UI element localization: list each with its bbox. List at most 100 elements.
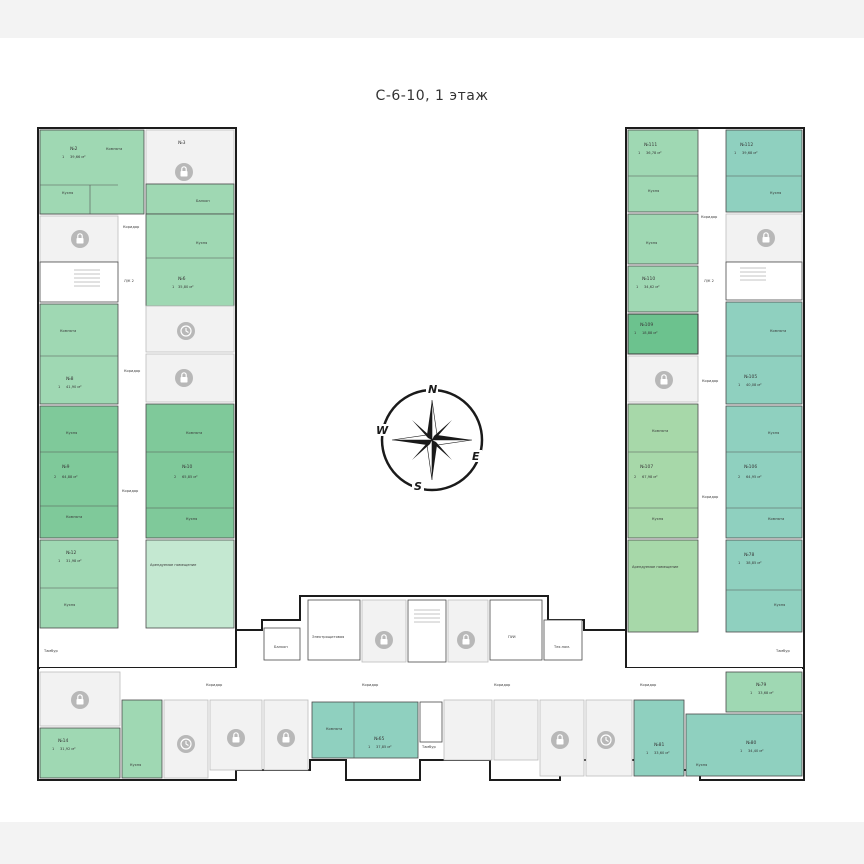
apartment-8-rooms: 1 <box>58 385 60 389</box>
apartment-111-number: №111 <box>644 142 657 148</box>
apartment-9-living: Комната <box>66 515 82 519</box>
apartment-107[interactable] <box>627 403 699 539</box>
left-commercial-space[interactable] <box>145 539 235 629</box>
apartment-9-number: №9 <box>62 464 70 470</box>
apartment-112-area: 39,68 м² <box>742 151 758 155</box>
apartment-6-number: №6 <box>178 276 186 282</box>
apartment-14-rooms: 1 <box>52 747 54 751</box>
left-corridor-label-2: Коридор <box>124 369 141 373</box>
apartment-16-lock-icon <box>456 630 476 650</box>
left-corridor-label-1: Коридор <box>123 225 140 229</box>
right-tambour-label: Тамбур <box>775 649 790 653</box>
apartment-14-number: №14 <box>58 738 69 744</box>
right-commercial-space[interactable] <box>627 539 699 633</box>
apartment-10-area: 65,85 м² <box>182 475 198 479</box>
apartment-108-lock-icon <box>654 370 674 390</box>
apartment-109[interactable] <box>627 313 699 355</box>
apartment-2-living: Комната <box>106 147 122 151</box>
apartment-81-rooms: 1 <box>646 751 648 755</box>
apartment-14[interactable] <box>39 727 121 779</box>
bottom-corridor-label-left: Коридор <box>206 683 223 687</box>
apartment-109-number: №109 <box>640 322 653 328</box>
apartment-79[interactable] <box>725 671 803 713</box>
compass-w: W <box>376 424 389 437</box>
apartment-6-kitchen: Кухня <box>196 241 207 245</box>
apartment-105-number: №105 <box>744 374 757 380</box>
apartment-20-lock-icon <box>550 730 570 750</box>
right-corridor-label-2: Коридор <box>702 379 719 383</box>
apartment-80[interactable] <box>685 713 803 777</box>
apartment-107-number: №107 <box>640 464 653 470</box>
right-stair-label: Л/К 2 <box>704 279 714 283</box>
apartment-12-number: №12 <box>66 550 77 556</box>
apartment-10-living: Комната <box>186 431 202 435</box>
apartment-2-kitchen: Кухня <box>62 191 73 195</box>
apartment-12[interactable] <box>39 539 119 629</box>
bottom-corridor-label-center2: Коридор <box>494 683 511 687</box>
apartment-79-number: №79 <box>756 682 767 688</box>
apartment-112-number: №112 <box>740 142 753 148</box>
apartment-8[interactable] <box>39 303 119 405</box>
apartment-9[interactable] <box>39 405 119 539</box>
apartment-9-area: 64,88 м² <box>62 475 78 479</box>
apartment-81[interactable] <box>633 699 685 777</box>
plan-title: С-6-10, 1 этаж <box>375 88 489 104</box>
apartment-106-number: №106 <box>744 464 757 470</box>
apartment-12-kitchen: Кухня <box>64 603 75 607</box>
apartment-105[interactable] <box>725 301 803 405</box>
apartment-13-lock-icon <box>70 690 90 710</box>
apartment-19-lock-icon <box>276 728 296 748</box>
apartment-14-kitchen: Кухня <box>130 763 141 767</box>
apartment-78-rooms: 1 <box>738 561 740 565</box>
apartment-8-number: №8 <box>66 376 74 382</box>
bottom-band <box>0 822 864 864</box>
apartment-105-rooms: 1 <box>738 383 740 387</box>
apartment-21-clock-icon <box>596 730 616 750</box>
apartment-106-kitchen: Кухня <box>768 431 779 435</box>
left-wing: №2 1 39,66 м² Комната Кухня №3 Балкон Ко… <box>37 127 237 669</box>
right-wing: №111 1 36,78 м² Кухня №112 1 39,68 м² Ку… <box>625 127 805 669</box>
apartment-3-lock-icon <box>174 162 194 182</box>
bottom-wing: Коридор Коридор Коридор Коридор Электрощ… <box>37 595 805 781</box>
apartment-65-rooms: 1 <box>368 745 370 749</box>
electrical-room-label: Электрощитовая <box>312 635 344 639</box>
apartment-106-area: 64,95 м² <box>746 475 762 479</box>
apartment-10[interactable] <box>145 403 235 539</box>
apartment-12-area: 31,98 м² <box>66 559 82 563</box>
left-commercial-label: Арендуемое помещение <box>150 563 197 567</box>
apartment-107-rooms: 2 <box>634 475 636 479</box>
apartment-111-rooms: 1 <box>638 151 640 155</box>
left-corridor-label-3: Коридор <box>122 489 139 493</box>
apartment-112[interactable] <box>725 129 803 213</box>
apartment-109-area: 18,88 м² <box>642 331 658 335</box>
apartment-80-area: 34,40 м² <box>748 749 764 753</box>
apartment-14-area: 31,92 м² <box>60 747 76 751</box>
apartment-6-area: 35,80 м² <box>178 285 194 289</box>
apartment-3-number: №3 <box>178 140 186 146</box>
apartment-12-rooms: 1 <box>58 559 60 563</box>
apartment-65-area: 37,85 м² <box>376 745 392 749</box>
apartment-78[interactable] <box>725 539 803 633</box>
left-stair-label: Л/К 2 <box>124 279 134 283</box>
apartment-79-area: 33,68 м² <box>758 691 774 695</box>
left-tambour-label: Тамбур <box>43 649 58 653</box>
compass-n: N <box>428 383 437 396</box>
apartment-65[interactable] <box>311 701 419 759</box>
apartment-110[interactable] <box>627 265 699 313</box>
apartment-110-rooms: 1 <box>636 285 638 289</box>
apartment-111-kitchen: Кухня <box>648 189 659 193</box>
apartment-6[interactable] <box>145 213 235 307</box>
apartment-18-lock-icon <box>226 728 246 748</box>
apartment-111[interactable] <box>627 129 699 213</box>
apartment-80-number: №80 <box>746 740 757 746</box>
apartment-110-area: 34,62 м² <box>644 285 660 289</box>
apartment-10-kitchen: Кухня <box>186 517 197 521</box>
bottom-corridor-label-center: Коридор <box>362 683 379 687</box>
right-corridor-label-3: Коридор <box>702 495 719 499</box>
apartment-106[interactable] <box>725 405 803 539</box>
apartment-106-living: Комната <box>768 517 784 521</box>
apartment-4-lock-icon <box>70 229 90 249</box>
compass-s: S <box>414 480 422 493</box>
apartment-7-clock-icon <box>176 321 196 341</box>
balcony-room-label: Балкон <box>274 645 288 649</box>
